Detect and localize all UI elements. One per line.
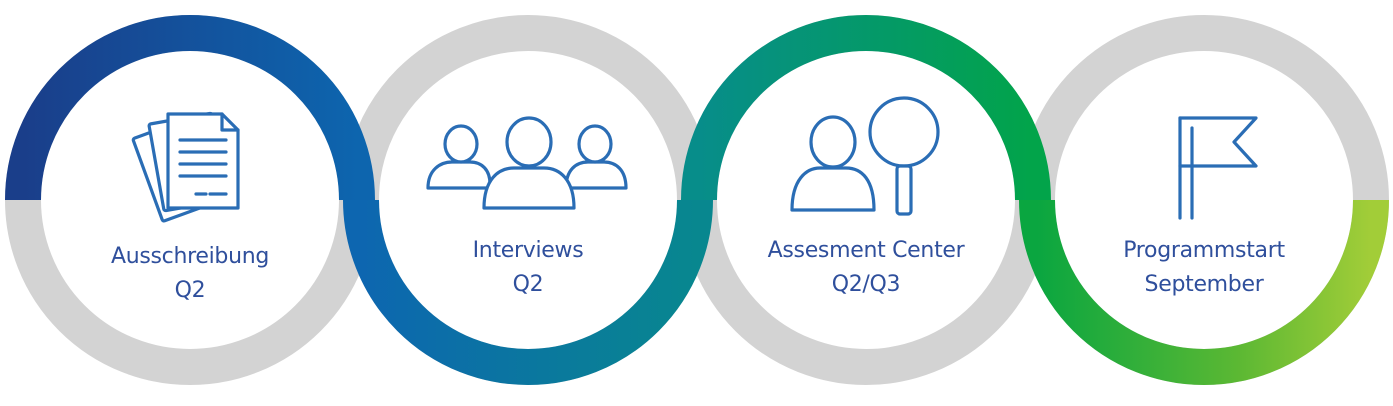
wave-segment-1 — [5, 15, 375, 201]
step-timing: Q2 — [512, 272, 544, 297]
step-title: Programmstart — [1123, 238, 1285, 263]
step-label-4: Programmstart September — [1074, 234, 1334, 302]
step-label-2: Interviews Q2 — [398, 234, 658, 302]
person-magnifier-icon — [790, 96, 940, 216]
wave-segment-3 — [681, 15, 1051, 201]
people-group-icon — [426, 116, 628, 210]
documents-icon — [131, 111, 240, 223]
step-label-3: Assesment Center Q2/Q3 — [736, 234, 996, 302]
step-title: Assesment Center — [767, 238, 965, 263]
step-title: Ausschreibung — [110, 244, 270, 269]
step-timing: Q2/Q3 — [831, 272, 901, 297]
step-label-1: Ausschreibung Q2 — [60, 240, 320, 308]
step-timing: Q2 — [174, 278, 206, 303]
wave-segment-2 — [343, 199, 713, 385]
wave-segment-4 — [1019, 199, 1389, 385]
progress-wave — [5, 15, 1389, 385]
step-timing: September — [1144, 272, 1264, 297]
step-title: Interviews — [472, 238, 584, 263]
flag-icon — [1178, 116, 1258, 220]
